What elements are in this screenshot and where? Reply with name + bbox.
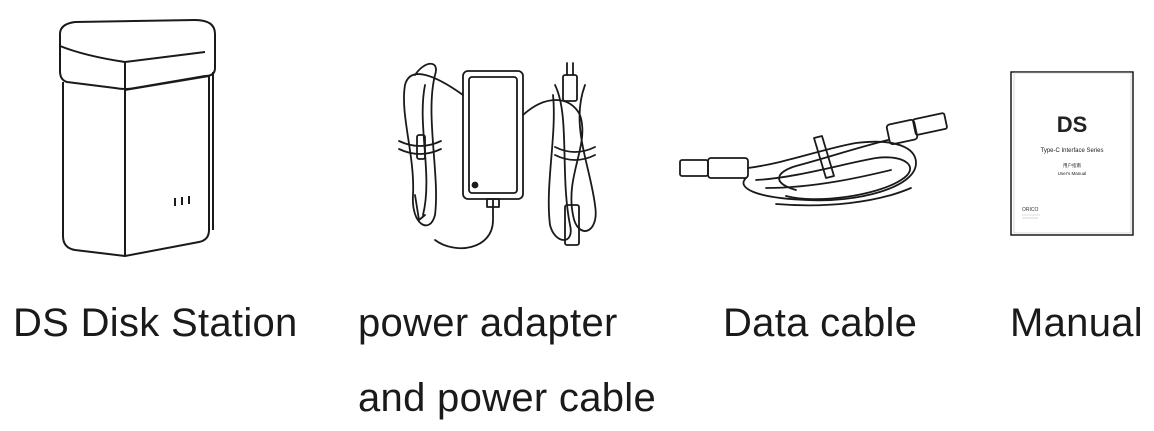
caption-power-adapter-line2: and power cable — [358, 376, 657, 420]
caption-power-adapter-line1: power adapter — [358, 301, 618, 345]
data-cable-image — [679, 112, 948, 207]
caption-data-cable: Data cable — [723, 301, 918, 345]
manual-cover-label-cn: 用户指南 — [1063, 163, 1081, 168]
power-adapter-image — [398, 62, 597, 249]
manual-brand-logo: ORICO — [1022, 207, 1039, 213]
caption-disk-station: DS Disk Station — [13, 301, 298, 345]
caption-manual: Manual — [1010, 301, 1143, 345]
manual-cover-subtitle: Type-C Interface Series — [1040, 148, 1104, 154]
manual-cover-title: DS — [1056, 112, 1088, 137]
manual-image: ORICO — [1010, 71, 1134, 236]
manual-cover-label-en: User's Manual — [1057, 171, 1087, 176]
disk-station-image — [59, 19, 216, 257]
